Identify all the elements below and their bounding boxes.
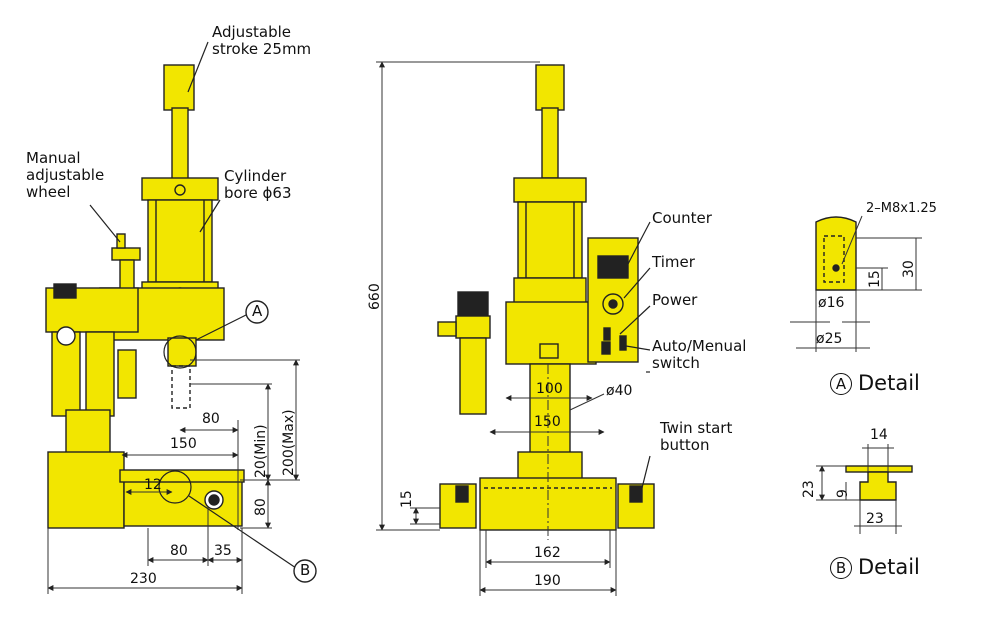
dim-230: 230 <box>130 571 157 587</box>
dim-190: 190 <box>534 573 561 589</box>
detail-a-text: Detail <box>858 371 920 395</box>
dim-150-front: 150 <box>534 414 561 430</box>
callout-b-letter: B <box>300 561 311 579</box>
front-frl-unit <box>457 291 489 317</box>
side-piston-rod <box>171 107 189 181</box>
dim-162: 162 <box>534 545 561 561</box>
side-base <box>47 451 125 529</box>
front-view <box>437 64 655 531</box>
dim-80-top: 80 <box>202 411 220 427</box>
dim-20-min: 20(Min) <box>253 424 269 478</box>
dim-660: 660 <box>367 283 383 310</box>
side-manual-wheel <box>111 247 141 261</box>
auto-switch-label: Auto/Menual switch <box>652 337 747 372</box>
side-dimension-lines <box>47 359 300 594</box>
dim-23a: 23 <box>801 480 817 498</box>
auto-manual-switch <box>619 335 627 351</box>
power-label: Power <box>652 291 698 309</box>
dim-35: 35 <box>214 543 232 559</box>
front-cylinder-cap <box>513 177 587 203</box>
thread-label: 2–M8x1.25 <box>866 201 937 216</box>
dim-80-side: 80 <box>253 498 269 516</box>
side-ram <box>167 337 197 367</box>
front-stroke-adjuster <box>535 64 565 111</box>
detail-a-circle: A <box>830 373 852 395</box>
dim-40: ø40 <box>606 383 633 399</box>
dim-150-side: 150 <box>170 436 197 452</box>
dim-80-bottom: 80 <box>170 543 188 559</box>
dim-30: 30 <box>901 260 917 278</box>
detail-b-dims <box>816 444 902 534</box>
dim-23b: 23 <box>866 511 884 527</box>
front-piston-rod <box>541 107 559 179</box>
detail-b-text: Detail <box>858 555 920 579</box>
wheel-label: Manual adjustable wheel <box>26 149 105 201</box>
dim-15a: 15 <box>867 270 883 288</box>
cylinder-label: Cylinder bore ϕ63 <box>224 167 292 202</box>
dim-12: 12 <box>144 477 162 493</box>
front-base-riser <box>517 451 583 483</box>
timer-label: Timer <box>652 253 695 271</box>
front-column <box>529 363 571 455</box>
callout-a-letter: A <box>252 302 263 320</box>
dim-200-max: 200(Max) <box>281 409 297 476</box>
side-cylinder-body <box>147 199 213 283</box>
counter-display <box>597 255 629 279</box>
dim-9: 9 <box>835 489 851 498</box>
dim-100: 100 <box>536 381 563 397</box>
counter-label: Counter <box>652 209 712 227</box>
front-cylinder-body <box>517 201 583 279</box>
power-switch <box>603 327 611 341</box>
detail-a-dims <box>790 215 922 352</box>
callout-b-circle <box>293 559 317 583</box>
dim-14: 14 <box>870 427 888 443</box>
dim-15: 15 <box>399 490 415 508</box>
side-view <box>45 64 245 529</box>
front-dimension-lines <box>376 61 617 596</box>
detail-b-title: B Detail <box>830 556 920 579</box>
side-column <box>65 409 111 455</box>
detail-b-circle: B <box>830 557 852 579</box>
callout-a-circle <box>245 300 269 324</box>
stroke-label: Adjustable stroke 25mm <box>212 23 312 58</box>
detail-a-title: A Detail <box>830 372 920 395</box>
dim-phi25: ø25 <box>816 331 843 347</box>
dim-phi16: ø16 <box>818 295 845 311</box>
detail-a-part <box>815 216 857 291</box>
detail-b-part <box>845 465 913 501</box>
twin-start-label: Twin start button <box>660 419 733 454</box>
